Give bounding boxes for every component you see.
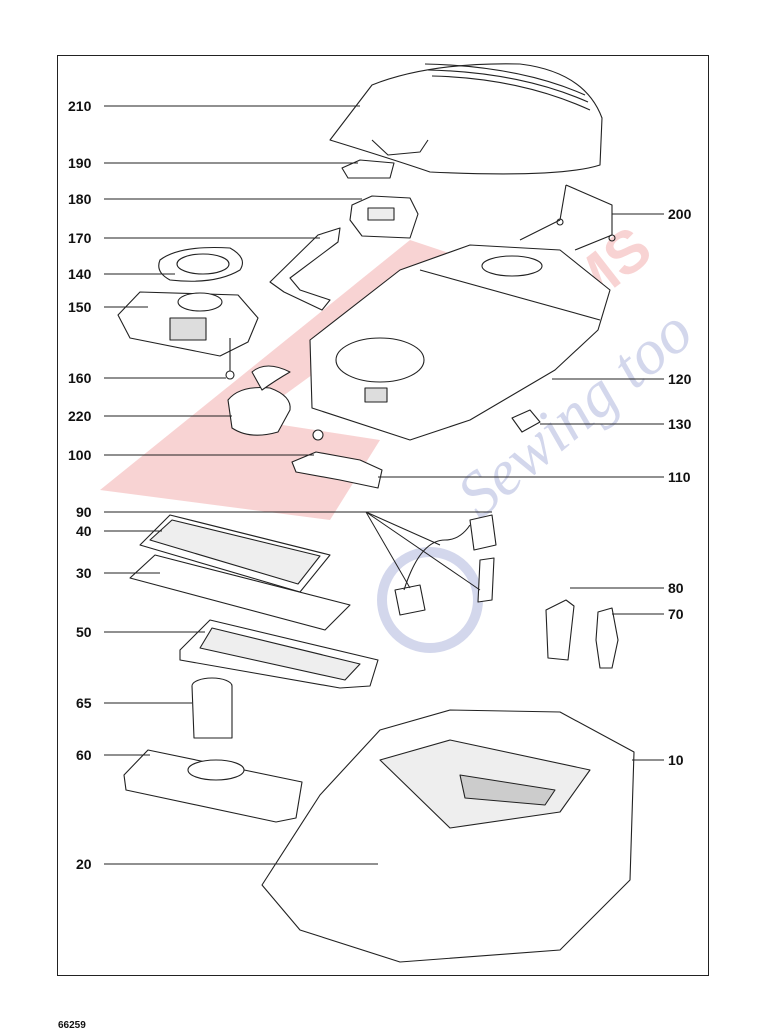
callout-120: 120 [668, 371, 692, 387]
part-10-base [261, 709, 635, 963]
part-210-top-cover [329, 63, 603, 175]
figure-number: 66259 [58, 1020, 86, 1031]
callout-65: 65 [76, 695, 92, 711]
callout-80: 80 [668, 580, 684, 596]
part-180-switch [349, 195, 419, 239]
callout-150: 150 [68, 299, 92, 315]
part-90-wiring [394, 514, 497, 616]
callout-40: 40 [76, 523, 92, 539]
part-65-connector [191, 677, 233, 739]
callout-140: 140 [68, 266, 92, 282]
callout-130: 130 [668, 416, 692, 432]
part-50-hepa-filter [179, 619, 379, 689]
part-110-handle [291, 451, 383, 489]
part-70-latch [595, 607, 619, 669]
part-40-filter-grille [139, 514, 331, 593]
callout-20: 20 [76, 856, 92, 872]
callout-180: 180 [68, 191, 92, 207]
part-100-nut [312, 429, 324, 441]
part-220-cap [227, 365, 291, 436]
diagram-frame [57, 55, 709, 976]
part-30-filter-sheet [129, 554, 351, 631]
part-150-motor-housing [117, 291, 259, 357]
part-120-upper-body [309, 244, 611, 441]
callout-110: 110 [668, 469, 691, 485]
callout-220: 220 [68, 408, 92, 424]
callout-10: 10 [668, 752, 684, 768]
callout-170: 170 [68, 230, 92, 246]
callout-210: 210 [68, 98, 92, 114]
part-190-button [341, 159, 395, 179]
callout-50: 50 [76, 624, 92, 640]
leader-lines [104, 105, 664, 865]
callout-190: 190 [68, 155, 92, 171]
callout-70: 70 [668, 606, 684, 622]
callout-30: 30 [76, 565, 92, 581]
callout-200: 200 [668, 206, 692, 222]
callout-160: 160 [68, 370, 92, 386]
part-80-bracket [545, 599, 575, 661]
part-130-clip [511, 409, 541, 433]
part-170-lever [269, 227, 341, 311]
part-160-screw [225, 338, 235, 380]
part-60-filter-cover [123, 749, 303, 823]
part-200-springs [519, 184, 616, 251]
part-140-ring [158, 247, 243, 282]
callout-90: 90 [76, 504, 92, 520]
callout-100: 100 [68, 447, 92, 463]
callout-60: 60 [76, 747, 92, 763]
